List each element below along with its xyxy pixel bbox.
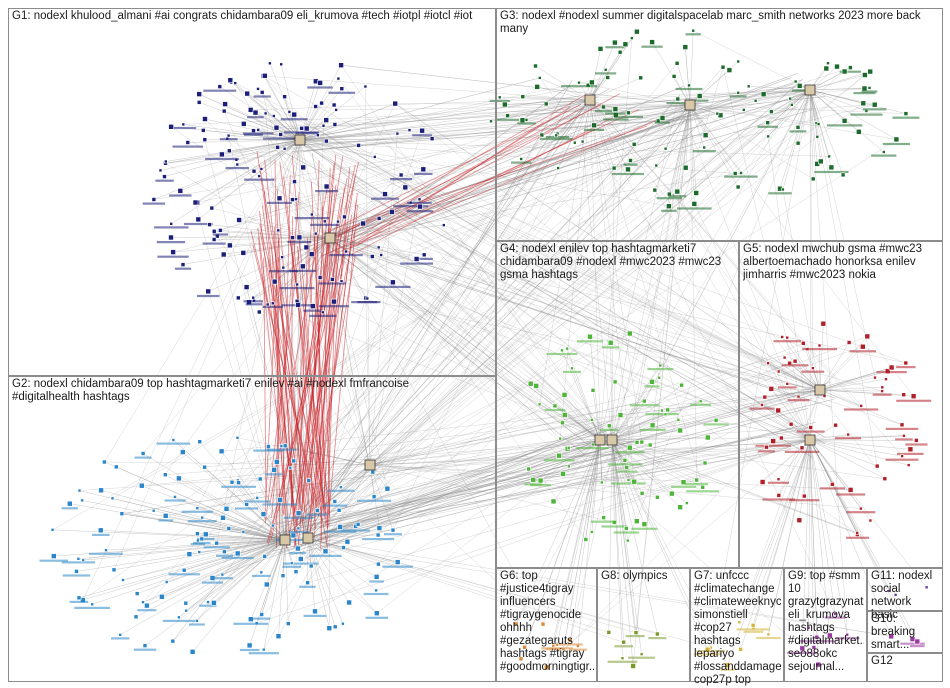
group-panel-g6: G6: top #justice4tigray influencers #tig… xyxy=(496,568,597,682)
group-label-g4: G4: nodexl enilev top hashtagmarketi7 ch… xyxy=(500,243,736,282)
group-label-g2: G2: nodexl chidambara09 top hashtagmarke… xyxy=(12,378,493,404)
group-panel-g3: G3: nodexl #nodexl summer digitalspacela… xyxy=(496,8,943,241)
group-panel-g8: G8: olympics xyxy=(597,568,690,682)
group-panel-g11: G11: nodexl social network basic xyxy=(867,568,943,611)
group-panel-g5: G5: nodexl mwchub gsma #mwc23 albertoema… xyxy=(739,241,943,568)
group-panel-g1: G1: nodexl khulood_almani #ai congrats c… xyxy=(8,8,496,376)
group-label-g9: G9: top #smm 10 grazytgrazynat eli_krumo… xyxy=(788,570,864,674)
group-panel-g4: G4: nodexl enilev top hashtagmarketi7 ch… xyxy=(496,241,739,568)
group-panel-g2: G2: nodexl chidambara09 top hashtagmarke… xyxy=(8,376,496,682)
group-label-g3: G3: nodexl #nodexl summer digitalspacela… xyxy=(500,10,940,36)
group-label-g12: G12 xyxy=(871,655,940,668)
group-label-g5: G5: nodexl mwchub gsma #mwc23 albertoema… xyxy=(743,243,940,282)
group-label-g7: G7: unfccc #climatechange #climateweekny… xyxy=(694,570,781,687)
group-label-g8: G8: olympics xyxy=(601,570,687,583)
group-label-g10: G10: breaking smart... xyxy=(871,613,940,652)
group-panel-g9: G9: top #smm 10 grazytgrazynat eli_krumo… xyxy=(784,568,867,682)
group-panel-g10: G10: breaking smart... xyxy=(867,611,943,653)
group-label-g6: G6: top #justice4tigray influencers #tig… xyxy=(500,570,594,674)
group-panel-g7: G7: unfccc #climatechange #climateweekny… xyxy=(690,568,784,682)
group-label-g1: G1: nodexl khulood_almani #ai congrats c… xyxy=(12,10,493,23)
group-panel-g12: G12 xyxy=(867,653,943,682)
